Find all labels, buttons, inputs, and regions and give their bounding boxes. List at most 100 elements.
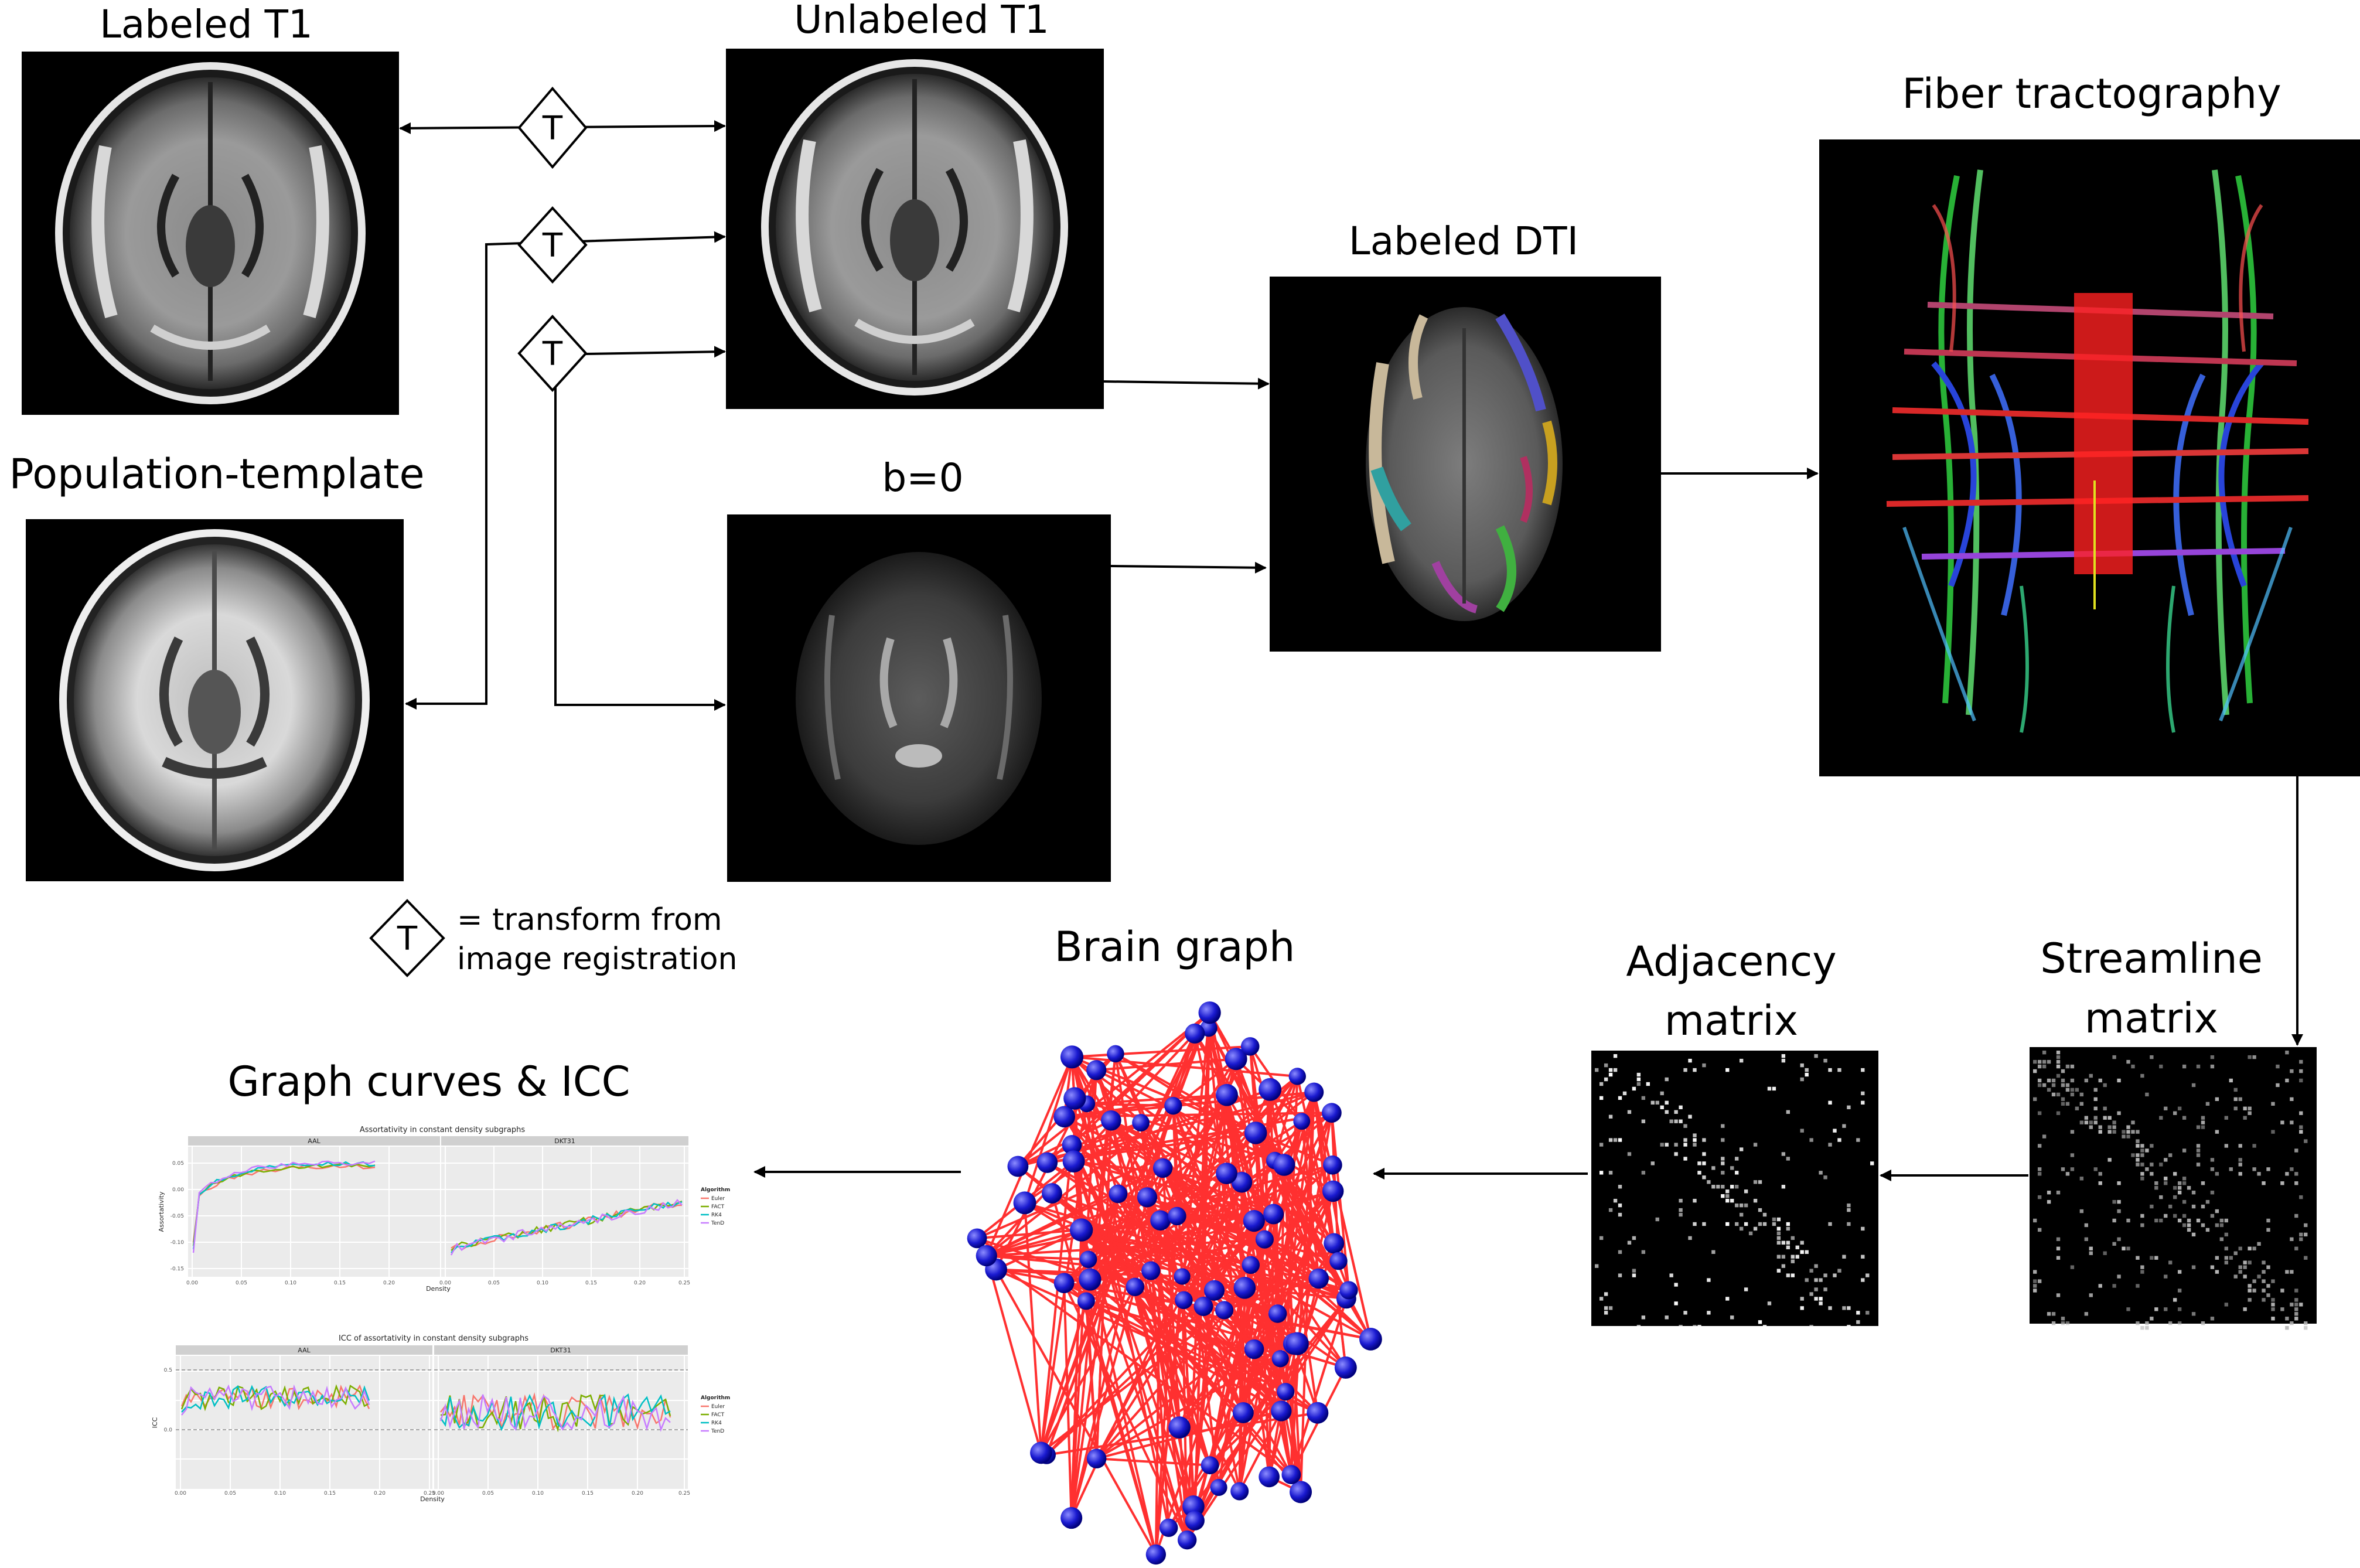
graph-node: [1062, 1150, 1085, 1173]
matrix-cell: [1781, 1264, 1786, 1268]
graph-node: [1216, 1083, 1238, 1106]
matrix-cell: [2196, 1064, 2201, 1069]
graph-edge: [1039, 1144, 1073, 1453]
matrix-cell: [1735, 1171, 1739, 1175]
matrix-cell: [2159, 1195, 2163, 1199]
matrix-cell: [2187, 1228, 2191, 1232]
graph-edge: [1096, 1190, 1334, 1460]
labeled-dti-image: [1270, 277, 1661, 652]
matrix-cell: [2205, 1102, 2210, 1106]
matrix-cell: [2173, 1172, 2177, 1176]
matrix-cell: [2280, 1307, 2284, 1311]
matrix-cell: [2056, 1256, 2061, 1260]
matrix-cell: [1805, 1250, 1809, 1254]
title-adjacency-matrix-line2: matrix: [1665, 997, 1798, 1045]
matrix-cell: [2103, 1083, 2107, 1088]
graph-node: [1259, 1078, 1282, 1101]
matrix-cell: [2122, 1130, 2126, 1134]
matrix-cell: [2042, 1059, 2047, 1064]
matrix-cell: [1805, 1278, 1809, 1282]
matrix-cell: [1772, 1217, 1776, 1222]
matrix-cell: [1837, 1269, 1841, 1273]
matrix-cell: [2126, 1246, 2130, 1250]
graph-edge: [1070, 1056, 1120, 1195]
graph-node: [1240, 1037, 1260, 1056]
matrix-cell: [2150, 1317, 2154, 1321]
matrix-cell: [2191, 1204, 2196, 1209]
matrix-cell: [2224, 1116, 2229, 1120]
matrix-cell: [1618, 1096, 1622, 1100]
x-tick-label: 0.05: [236, 1280, 247, 1286]
matrix-cell: [2056, 1293, 2061, 1297]
x-tick-label: 0.15: [334, 1280, 346, 1286]
graph-node: [1126, 1277, 1145, 1297]
matrix-cell: [2037, 1144, 2042, 1148]
matrix-cell: [2033, 1218, 2037, 1223]
matrix-cell: [1744, 1203, 1748, 1208]
matrix-cell: [1693, 1143, 1697, 1147]
matrix-cell: [2070, 1167, 2075, 1171]
graph-node: [1036, 1152, 1058, 1173]
matrix-cell: [2098, 1130, 2102, 1134]
matrix-cell: [1781, 1255, 1786, 1259]
matrix-cell: [2182, 1214, 2187, 1218]
matrix-cell: [2042, 1083, 2047, 1088]
matrix-cell: [1809, 1138, 1813, 1142]
matrix-cell: [1856, 1320, 1860, 1324]
graph-edge: [995, 1268, 1318, 1414]
x-tick-label: 0.05: [488, 1280, 500, 1286]
matrix-cell: [2126, 1125, 2130, 1129]
graph-edge: [1238, 1410, 1283, 1492]
matrix-cell: [2177, 1307, 2182, 1311]
matrix-cell: [2065, 1102, 2070, 1106]
graph-node: [1243, 1210, 1265, 1232]
graph-edge: [1070, 1144, 1189, 1540]
matrix-cell: [1697, 1161, 1701, 1165]
matrix-cell: [2112, 1284, 2116, 1288]
matrix-cell: [2304, 1326, 2308, 1330]
matrix-cell: [2117, 1181, 2121, 1185]
matrix-cell: [2299, 1232, 2303, 1237]
matrix-cell: [2047, 1059, 2051, 1064]
matrix-cell: [1660, 1143, 1664, 1147]
title-adjacency-matrix-line1: Adjacency: [1626, 938, 1836, 986]
title-graph-curves: Graph curves & ICC: [227, 1058, 630, 1106]
graph-node: [1168, 1206, 1186, 1226]
matrix-cell: [1613, 1068, 1618, 1072]
matrix-cell: [2037, 1059, 2042, 1064]
matrix-cell: [2215, 1270, 2219, 1274]
matrix-cell: [2238, 1097, 2242, 1102]
legend-label: Euler: [711, 1196, 725, 1202]
matrix-cell: [2299, 1078, 2303, 1083]
matrix-cell: [2233, 1097, 2238, 1102]
matrix-cell: [2210, 1191, 2215, 1195]
matrix-cell: [2252, 1246, 2256, 1250]
matrix-cell: [2243, 1106, 2247, 1110]
graph-edge: [1110, 1120, 1195, 1507]
matrix-cell: [2173, 1214, 2177, 1218]
matrix-cell: [2084, 1312, 2089, 1316]
matrix-cell: [1870, 1161, 1874, 1165]
matrix-cell: [1688, 1236, 1692, 1240]
matrix-cell: [1861, 1278, 1865, 1282]
graph-node: [1175, 1291, 1193, 1310]
matrix-cell: [2056, 1051, 2061, 1055]
matrix-cell: [2210, 1214, 2215, 1218]
matrix-cell: [1772, 1086, 1776, 1091]
matrix-cell: [2262, 1270, 2266, 1274]
graph-edge: [1024, 1202, 1281, 1360]
graph-edge: [1300, 1121, 1320, 1279]
matrix-cell: [1837, 1138, 1841, 1142]
matrix-cell: [1636, 1072, 1641, 1077]
matrix-cell: [2182, 1199, 2187, 1204]
matrix-cell: [1721, 1194, 1725, 1198]
matrix-cell: [1655, 1217, 1659, 1222]
matrix-cell: [2299, 1059, 2303, 1064]
matrix-cell: [2182, 1223, 2187, 1228]
matrix-cell: [2304, 1321, 2308, 1325]
matrix-cell: [1837, 1068, 1841, 1072]
graph-edge: [986, 1255, 1089, 1261]
matrix-cell: [2168, 1204, 2173, 1209]
graph-edge: [1071, 1056, 1335, 1245]
matrix-cell: [2098, 1181, 2102, 1185]
